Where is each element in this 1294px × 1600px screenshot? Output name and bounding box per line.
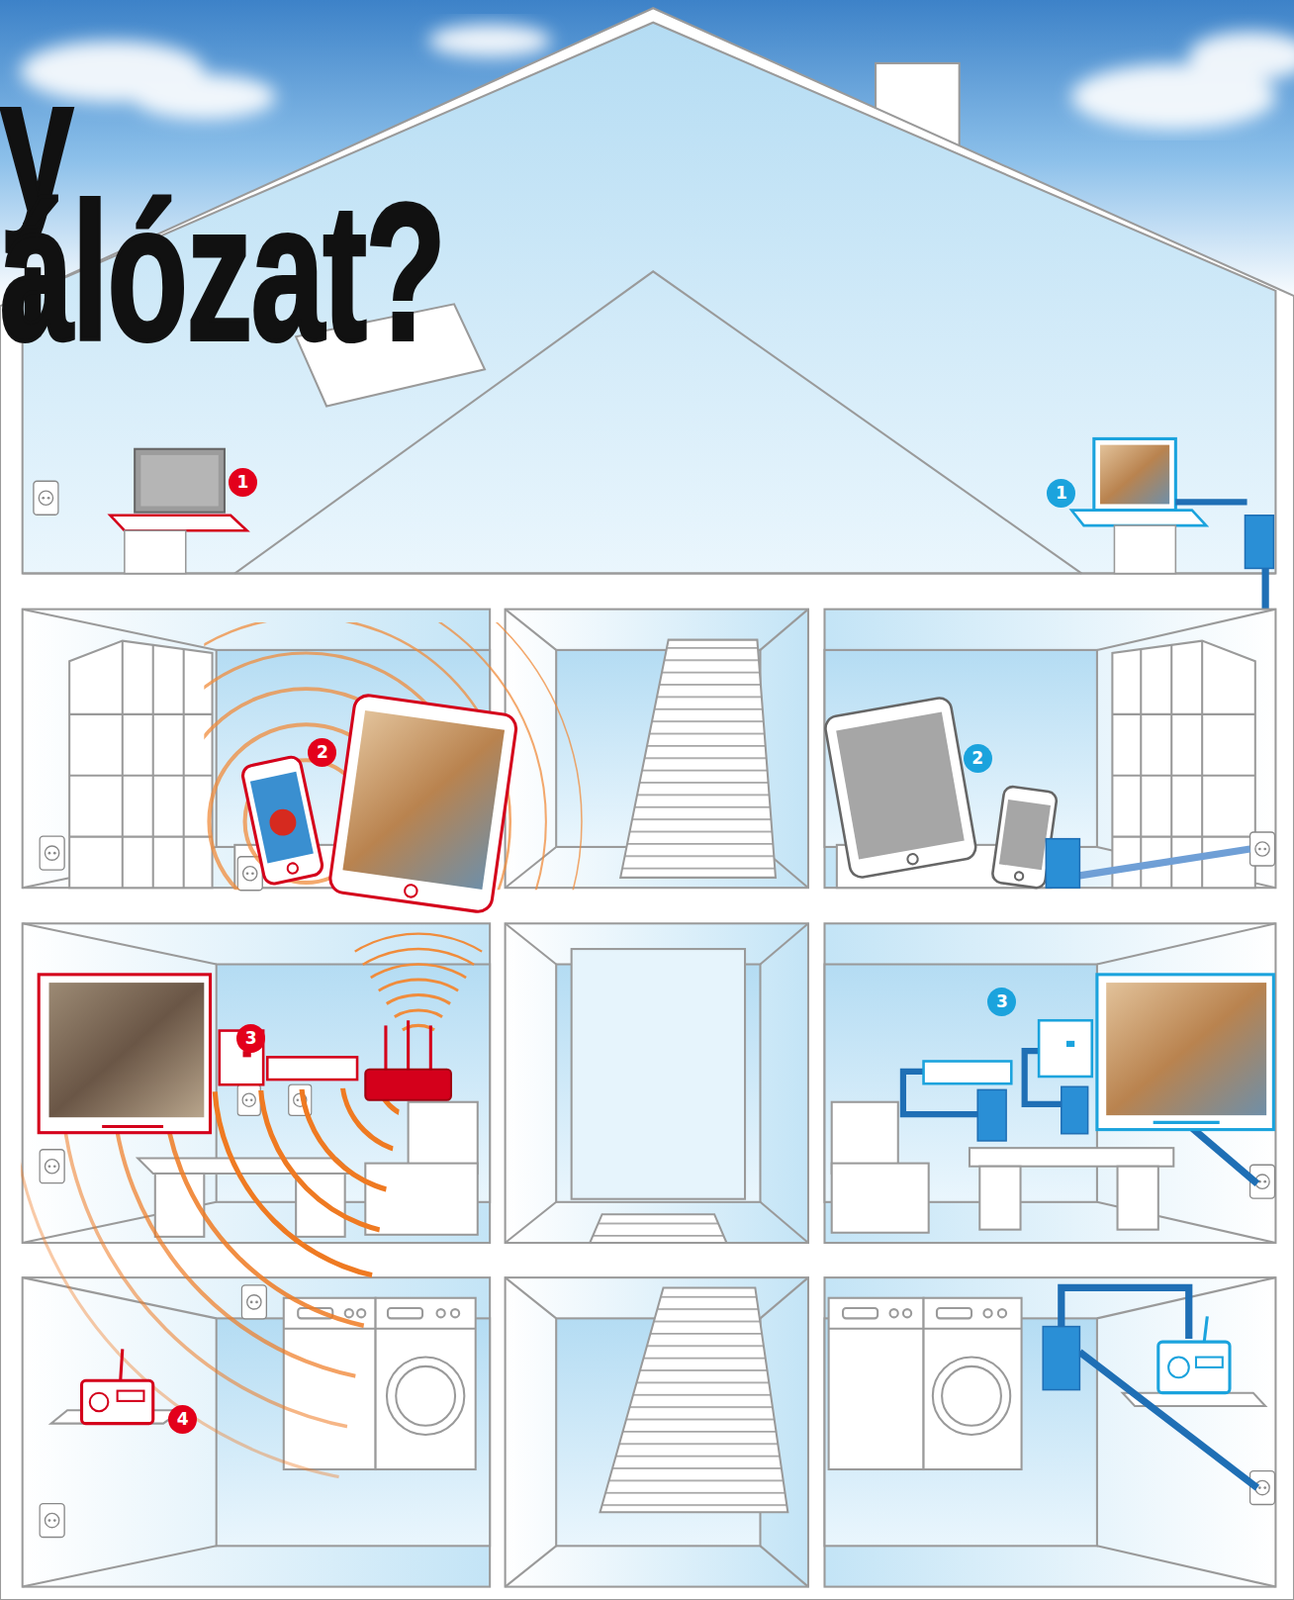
rooms-floor-3 (22, 1277, 1277, 1586)
callout-number: 3 (236, 1023, 266, 1053)
wireless-devices (38, 693, 518, 1424)
callout-number: 2 (963, 743, 993, 773)
rooms-floor-2 (22, 923, 1277, 1243)
house-outline (0, 7, 1294, 1600)
callout-number: 1 (1046, 478, 1076, 508)
title-heading: y álózat? (0, 81, 606, 337)
wall-sockets (39, 831, 1275, 1538)
callout-number: 2 (307, 738, 337, 767)
washing-machines (283, 1297, 1022, 1470)
furniture (51, 641, 1267, 1424)
wifi-waves (9, 546, 827, 1485)
powerline-devices (824, 696, 1275, 1488)
